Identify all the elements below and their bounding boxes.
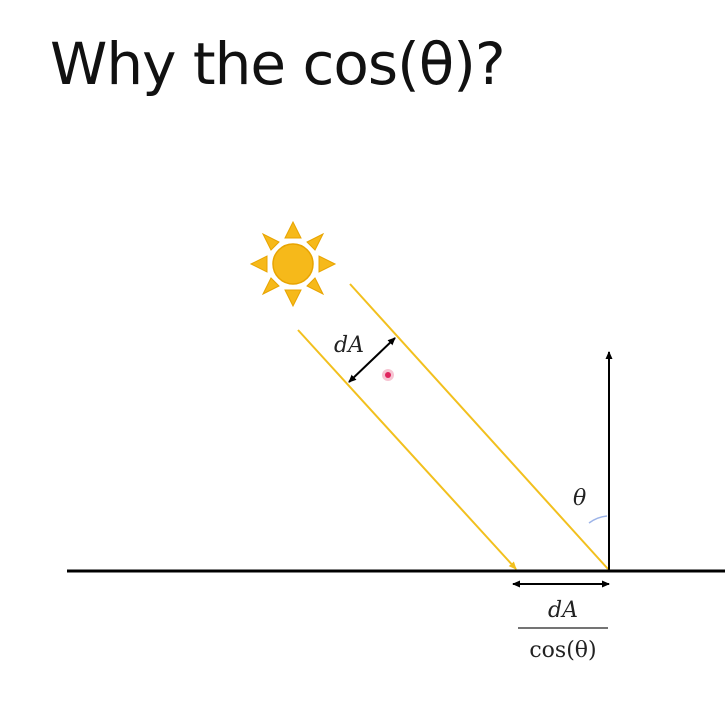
slide-title: Why the cos(θ)? xyxy=(50,30,506,98)
projected-area-numerator: dA xyxy=(548,598,578,623)
sun-icon xyxy=(249,220,337,308)
angle-label: θ xyxy=(573,486,586,511)
light-ray-left xyxy=(297,329,517,570)
beam-width-arrow xyxy=(348,337,396,383)
beam-width-label: dA xyxy=(334,333,364,358)
angle-arc xyxy=(588,515,608,524)
light-ray-right xyxy=(349,283,609,570)
projected-area-denominator: cos(θ) xyxy=(529,638,596,663)
